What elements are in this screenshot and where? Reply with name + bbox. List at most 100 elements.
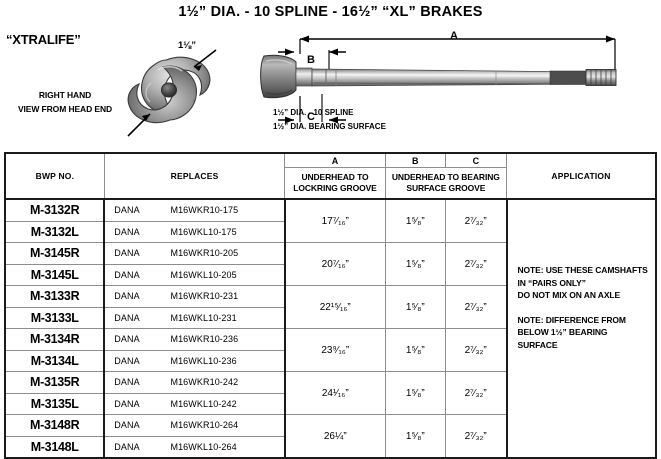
application-notes: NOTE: USE THESE CAMSHAFTS IN “PAIRS ONLY”… [518, 264, 648, 351]
column-header-letter-a: A [284, 152, 386, 168]
column-header-replaces: REPLACES [103, 152, 286, 200]
cell-dimension-c: 2⁷⁄₃₂” [444, 242, 508, 286]
cam-highlight-lower [145, 82, 152, 103]
shaft-spec-callouts: 1½” DIA. - 10 SPLINE 1½” DIA. BEARING SU… [273, 106, 386, 134]
cell-replaces-part-number: M16WKL10-264 [166, 435, 286, 459]
callout-arrow-upper [193, 49, 217, 71]
dimension-b-letter: B [307, 54, 315, 66]
cell-bwp-no: M-3132R [4, 198, 106, 222]
dimension-c-letter: C [307, 111, 315, 123]
cell-dimension-a: 22¹⁵⁄₁₆” [283, 285, 386, 329]
cam-lobe-upper [141, 56, 211, 115]
cell-dimension-b: 1⁵⁄₈” [384, 242, 446, 286]
cell-replaces-brand: DANA [103, 435, 167, 459]
cell-dimension-c: 2⁷⁄₃₂” [444, 198, 508, 243]
cell-replaces-brand: DANA [103, 263, 167, 286]
cell-dimension-c: 2⁷⁄₃₂” [444, 371, 508, 415]
application-note-line: IN “PAIRS ONLY” [517, 277, 587, 288]
application-note-block: NOTE: USE THESE CAMSHAFTS IN “PAIRS ONLY”… [518, 264, 648, 302]
cell-dimension-a: 26¼” [283, 414, 386, 459]
column-subheader-a-desc: UNDERHEAD TO LOCKRING GROOVE [284, 167, 386, 200]
cell-bwp-no: M-3133L [4, 306, 106, 329]
cam-highlight-upper [157, 65, 183, 72]
cell-replaces-brand: DANA [103, 414, 167, 437]
cell-dimension-b: 1⁵⁄₈” [384, 285, 446, 329]
spec-line-bearing: 1½” DIA. BEARING SURFACE [273, 122, 386, 131]
cell-dimension-c: 2⁷⁄₃₂” [444, 285, 508, 329]
cell-application: NOTE: USE THESE CAMSHAFTS IN “PAIRS ONLY”… [506, 198, 657, 459]
cell-replaces-part-number: M16WKR10-205 [166, 242, 286, 265]
shaft-lower-shadow [313, 82, 585, 85]
table-header: BWP NO. REPLACES A B C APPLICATION UNDER… [4, 152, 657, 200]
column-header-bwp-no: BWP NO. [4, 152, 105, 200]
cell-replaces-brand: DANA [103, 220, 167, 243]
camshaft-drawing [260, 35, 617, 124]
page-title: 1½” DIA. - 10 SPLINE - 16½” “XL” BRAKES [178, 4, 483, 20]
cell-replaces-part-number: M16WKL10-242 [166, 392, 286, 415]
camshaft-side-view: B C A [250, 28, 661, 148]
cell-replaces-part-number: M16WKR10-231 [166, 285, 286, 308]
spline-undercut [549, 70, 587, 85]
cell-dimension-b: 1⁵⁄₈” [384, 198, 446, 243]
cell-dimension-a: 17⁷⁄₁₆” [283, 198, 386, 243]
cell-bwp-no: M-3134L [4, 349, 106, 372]
dimension-a [299, 35, 616, 85]
camshaft-head-photo: 1⅛” [112, 40, 224, 140]
bearing-shoulder [295, 67, 313, 87]
cell-dimension-b: 1⁵⁄₈” [384, 371, 446, 415]
cell-bwp-no: M-3145R [4, 242, 106, 265]
head-highlight [265, 59, 293, 65]
cell-bwp-no: M-3148R [4, 414, 106, 437]
dimension-b [278, 48, 346, 76]
callout-arrow-lower [127, 113, 151, 137]
head-dimension-callout: 1⅛” [178, 40, 196, 51]
cell-replaces-brand: DANA [103, 328, 167, 351]
cell-replaces-part-number: M16WKR10-175 [166, 198, 286, 222]
cell-dimension-b: 1⁵⁄₈” [384, 414, 446, 459]
camshaft-head-illustration [127, 49, 217, 137]
view-orientation-label: RIGHT HAND VIEW FROM HEAD END [10, 88, 120, 116]
spec-line-spline: 1½” DIA. - 10 SPLINE [273, 108, 354, 117]
cell-dimension-a: 20⁷⁄₁₆” [283, 242, 386, 286]
cell-bwp-no: M-3135R [4, 371, 106, 394]
application-note-line: NOTE: USE THESE CAMSHAFTS [517, 265, 648, 275]
cell-replaces-brand: DANA [103, 242, 167, 265]
column-header-application: APPLICATION [506, 152, 657, 200]
view-orientation-line1: RIGHT HAND [38, 90, 92, 100]
application-note-line: BELOW 1½” BEARING [517, 327, 608, 337]
cell-replaces-part-number: M16WKR10-264 [166, 414, 286, 437]
cell-bwp-no: M-3145L [4, 263, 106, 286]
cell-dimension-c: 2⁷⁄₃₂” [444, 328, 508, 372]
cell-dimension-a: 24¹⁄₁₆” [283, 371, 386, 415]
application-note-line: DO NOT MIX ON AN AXLE [517, 290, 621, 300]
column-subheader-bc-desc: UNDERHEAD TO BEARING SURFACE GROOVE [384, 167, 508, 200]
spline-teeth [590, 69, 612, 86]
cam-lobe-lower [127, 65, 197, 124]
cell-dimension-c: 2⁷⁄₃₂” [444, 414, 508, 459]
cell-bwp-no: M-3134R [4, 328, 106, 351]
shaft-specular-highlight [313, 73, 585, 78]
cell-dimension-a: 23⁹⁄₁₆” [283, 328, 386, 372]
application-note-line: SURFACE [517, 339, 558, 350]
cell-replaces-part-number: M16WKL10-231 [166, 306, 286, 329]
parts-table: BWP NO. REPLACES A B C APPLICATION UNDER… [4, 152, 657, 459]
cell-replaces-part-number: M16WKL10-175 [166, 220, 286, 243]
cell-replaces-part-number: M16WKL10-205 [166, 263, 286, 286]
cell-replaces-brand: DANA [103, 371, 167, 394]
cell-replaces-brand: DANA [103, 198, 167, 222]
view-orientation-line2: VIEW FROM HEAD END [17, 104, 113, 114]
cell-dimension-b: 1⁵⁄₈” [384, 328, 446, 372]
column-header-letter-b: B [384, 152, 446, 168]
dimension-a-letter: A [450, 30, 458, 42]
cell-bwp-no: M-3148L [4, 435, 106, 459]
cell-replaces-part-number: M16WKR10-236 [166, 328, 286, 351]
cell-bwp-no: M-3135L [4, 392, 106, 415]
